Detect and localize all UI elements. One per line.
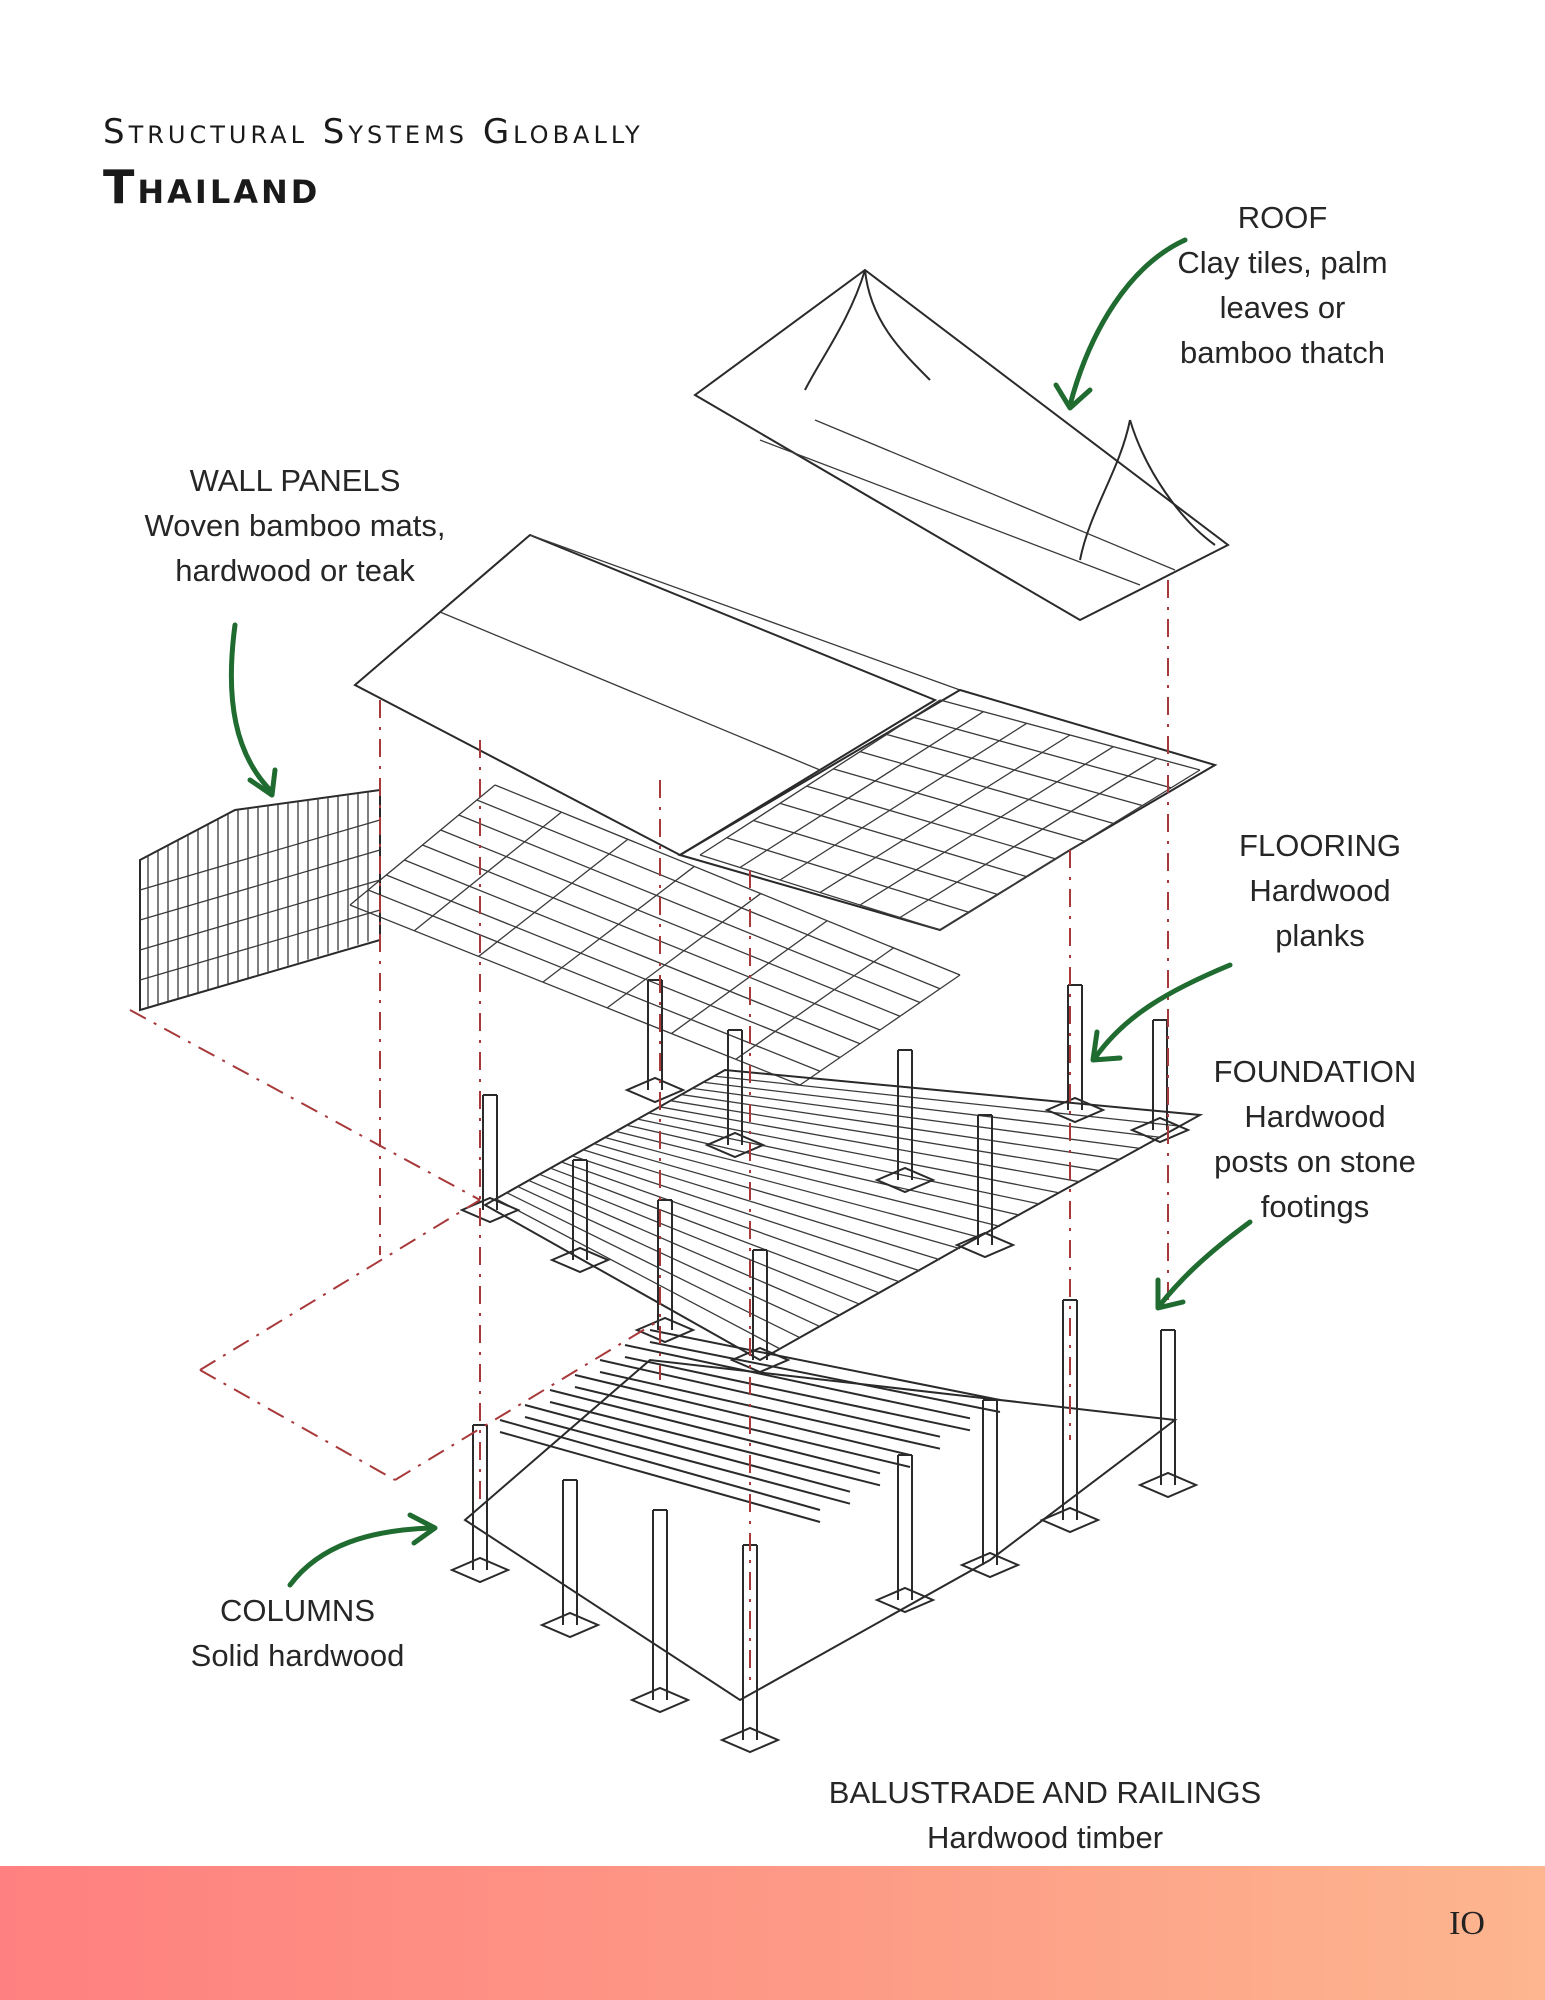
roof-arrow <box>1053 237 1188 411</box>
page-number: IO <box>1449 1905 1485 1942</box>
foundation-drawing <box>449 979 1199 1754</box>
wall-panels-label-line: hardwood or teak <box>175 553 415 588</box>
wall-panels-arrow <box>228 622 278 798</box>
columns-arrow <box>287 1512 438 1588</box>
flooring-label-line: planks <box>1275 918 1365 953</box>
page-title: Thailand <box>103 160 321 214</box>
flooring-label: FLOORING Hardwood planks <box>1200 823 1440 958</box>
page-header: Structural Systems Globally Thailand <box>103 112 644 214</box>
foundation-label-line: footings <box>1260 1189 1370 1224</box>
flooring-label-head: FLOORING <box>1239 828 1401 863</box>
balustrade-label-head: BALUSTRADE AND RAILINGS <box>828 1775 1262 1810</box>
foundation-label-line: posts on stone <box>1214 1144 1416 1179</box>
balustrade-label-line: Hardwood timber <box>926 1820 1164 1855</box>
wall-panels-label: WALL PANELS Woven bamboo mats, hardwood … <box>110 458 480 593</box>
footer-band <box>0 1866 1545 2000</box>
wall-panel-drawing <box>139 788 381 1012</box>
foundation-label: FOUNDATION Hardwood posts on stone footi… <box>1195 1049 1435 1229</box>
roof-label-line: leaves or <box>1219 290 1346 325</box>
columns-label-head: COLUMNS <box>219 1593 375 1628</box>
roof-label: ROOF Clay tiles, palm leaves or bamboo t… <box>1150 195 1415 375</box>
exploded-house-drawing <box>129 237 1253 1754</box>
roof-label-head: ROOF <box>1237 200 1328 235</box>
columns-label: COLUMNS Solid hardwood <box>160 1588 435 1678</box>
wall-panels-label-head: WALL PANELS <box>189 463 401 498</box>
flooring-label-line: Hardwood <box>1249 873 1391 908</box>
roof-drawing <box>353 268 1230 932</box>
series-title: Structural Systems Globally <box>103 112 644 152</box>
columns-label-line: Solid hardwood <box>190 1638 405 1673</box>
flooring-arrow <box>1090 962 1233 1063</box>
foundation-label-head: FOUNDATION <box>1213 1054 1417 1089</box>
guide-lines <box>129 580 1169 1680</box>
foundation-label-line: Hardwood <box>1244 1099 1386 1134</box>
wall-panels-label-line: Woven bamboo mats, <box>144 508 446 543</box>
roof-label-line: Clay tiles, palm <box>1177 245 1388 280</box>
roof-frame-grid <box>349 699 1201 1086</box>
foundation-arrow <box>1155 1219 1253 1311</box>
balustrade-label: BALUSTRADE AND RAILINGS Hardwood timber <box>795 1770 1295 1860</box>
roof-label-line: bamboo thatch <box>1179 335 1386 370</box>
